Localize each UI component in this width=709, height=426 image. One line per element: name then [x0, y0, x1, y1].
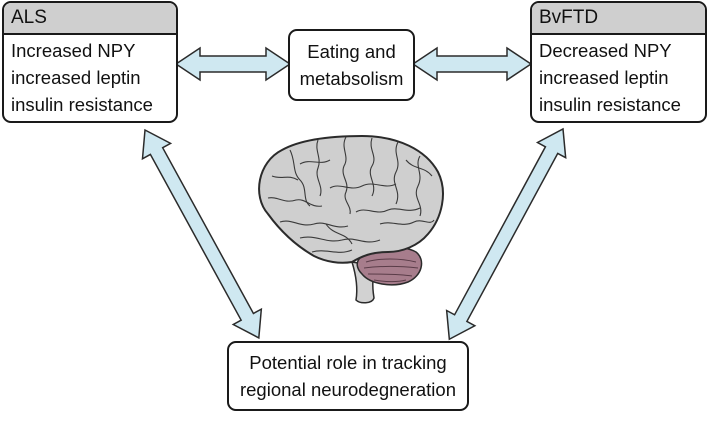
- arrow-bvftd-potential: [445, 127, 567, 341]
- bvftd-box-title: BvFTD: [532, 3, 705, 35]
- arrow-als-potential: [141, 128, 263, 340]
- bvftd-line: increased leptin: [539, 67, 669, 88]
- als-line: insulin resistance: [11, 94, 153, 115]
- als-box: ALS Increased NPY increased leptin insul…: [2, 1, 178, 123]
- potential-role-box: Potential role in tracking regional neur…: [227, 341, 469, 411]
- als-line: Increased NPY: [11, 40, 136, 61]
- potential-line: regional neurodegneration: [239, 379, 456, 400]
- bvftd-line: insulin resistance: [539, 94, 681, 115]
- bvftd-line: Decreased NPY: [539, 40, 672, 61]
- als-box-body: Increased NPY increased leptin insulin r…: [4, 35, 176, 118]
- als-line: increased leptin: [11, 67, 141, 88]
- bvftd-box-body: Decreased NPY increased leptin insulin r…: [532, 35, 705, 118]
- brain-icon: [258, 134, 444, 304]
- eating-metabolism-box: Eating and metabsolism: [288, 29, 415, 101]
- potential-line: Potential role in tracking: [249, 352, 447, 373]
- bvftd-box: BvFTD Decreased NPY increased leptin ins…: [530, 1, 707, 123]
- eating-line: Eating and: [307, 41, 396, 62]
- arrow-als-eating: [174, 46, 292, 82]
- arrow-eating-bvftd: [411, 46, 533, 82]
- eating-line: metabsolism: [299, 68, 404, 89]
- als-box-title: ALS: [4, 3, 176, 35]
